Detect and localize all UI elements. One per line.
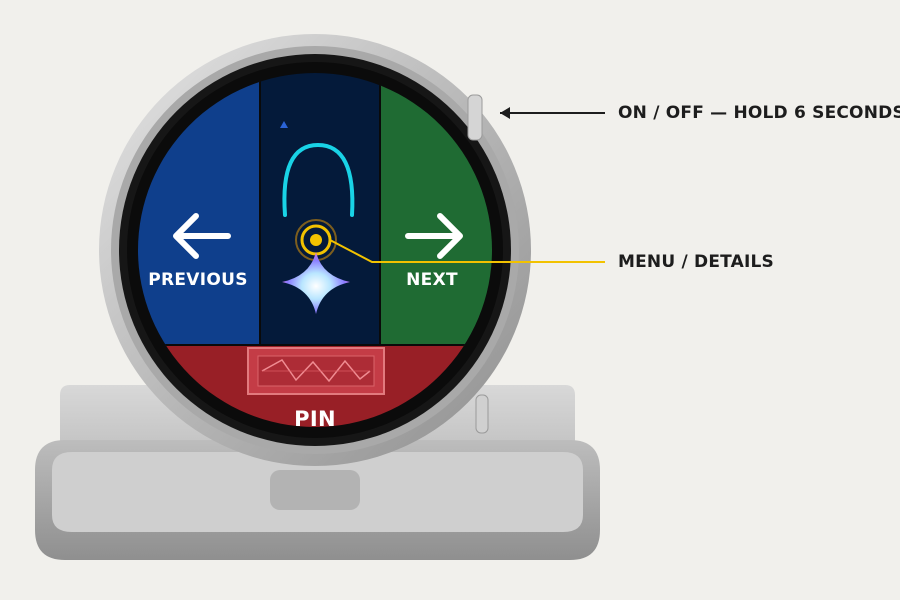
previous-label: PREVIOUS [148,270,248,290]
pin-label: PIN [294,407,336,431]
power-callout-line [500,107,605,119]
arrow-left-icon [173,213,231,259]
next-label: NEXT [406,270,458,290]
waveform-thumbnail-icon [247,347,385,395]
menu-callout-label: MENU / DETAILS [618,252,774,272]
stand-neck [270,470,360,510]
menu-callout-line [329,239,605,263]
power-button[interactable] [467,94,483,141]
swipe-up-arc-icon [282,142,355,217]
up-triangle-icon [280,121,288,128]
power-callout-label: ON / OFF — HOLD 6 SECONDS [618,103,900,123]
four-point-sparkle-icon [282,252,350,314]
side-button-lower[interactable] [475,394,489,434]
arrow-right-icon [405,213,463,259]
